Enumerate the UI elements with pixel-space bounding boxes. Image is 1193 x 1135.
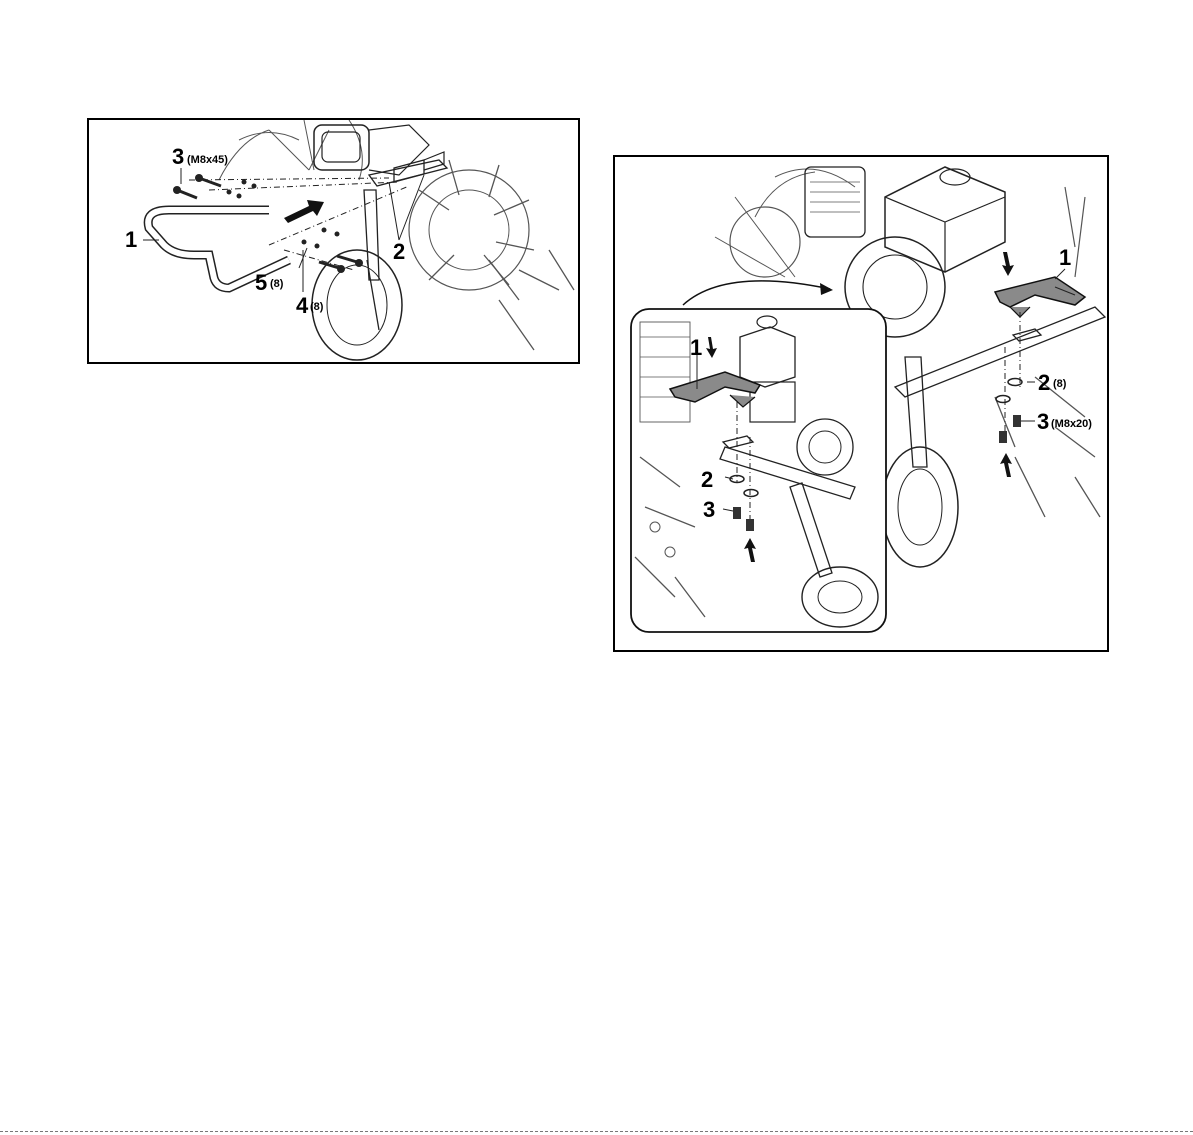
callout-number: 5 (255, 270, 267, 295)
callout-spec: (M8x45) (187, 154, 228, 166)
callout-number: 3 (1037, 409, 1049, 434)
figure-left-drawing: 1 2 3 (M8x45) 4 (8) 5 (8) (89, 120, 578, 362)
callout-number: 1 (690, 335, 702, 360)
callout-number: 1 (125, 227, 137, 252)
figure-right-drawing: 1 2 (8) 3 (M8x20) 1 2 3 (615, 157, 1107, 650)
callout-spec: (M8x20) (1051, 418, 1092, 430)
callout-number: 2 (701, 467, 713, 492)
detail-inset (631, 309, 886, 632)
bumper-bar (148, 210, 289, 288)
figure-left-bumper-assembly: 1 2 3 (M8x45) 4 (8) 5 (8) (87, 118, 580, 364)
callout-1: 1 (125, 227, 137, 252)
arrow-icon (284, 200, 324, 223)
callout-number: 2 (1038, 370, 1050, 395)
page-bottom-rule (0, 1131, 1193, 1132)
callout-number: 4 (296, 293, 309, 318)
callout-2: 2 (393, 239, 405, 264)
callout-number: 1 (1059, 245, 1071, 270)
callout-spec: (8) (1053, 378, 1067, 390)
callout-number: 3 (172, 144, 184, 169)
inset-callout-3: 3 (703, 497, 715, 522)
callout-spec: (8) (310, 301, 324, 313)
callout-3: 3 (M8x20) (1037, 409, 1092, 434)
callout-number: 2 (393, 239, 405, 264)
arrow-up-icon (1000, 453, 1012, 477)
zoom-pointer (683, 281, 830, 305)
pointer-arrowhead-icon (820, 283, 833, 295)
inset-callout-1: 1 (690, 335, 702, 360)
foot-bracket (995, 277, 1085, 341)
arrow-down-icon (1002, 252, 1014, 276)
inset-callout-2: 2 (701, 467, 713, 492)
callout-number: 3 (703, 497, 715, 522)
figure-right-bracket-assembly: 1 2 (8) 3 (M8x20) 1 2 3 (613, 155, 1109, 652)
callout-1: 1 (1059, 245, 1071, 270)
callout-4: 4 (8) (296, 293, 324, 318)
callout-3: 3 (M8x45) (172, 144, 228, 169)
callout-spec: (8) (270, 278, 284, 290)
